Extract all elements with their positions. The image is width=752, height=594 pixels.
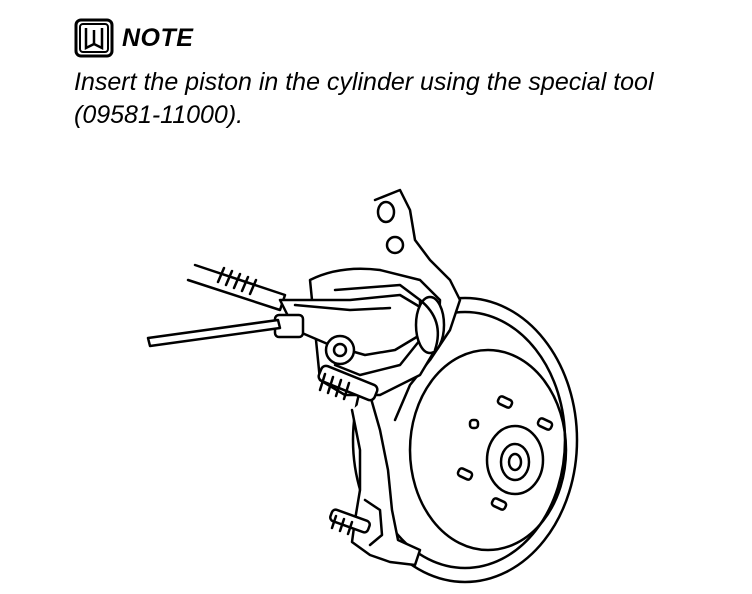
tool-handle-bar — [146, 318, 282, 348]
note-body: Insert the piston in the cylinder using … — [74, 66, 744, 132]
special-tool-clamp — [278, 293, 427, 357]
wheel-hub — [485, 424, 545, 496]
brake-disc-inner — [408, 348, 568, 552]
special-tool-shaft — [186, 263, 287, 312]
wheel-studs — [456, 395, 554, 511]
manual-book-icon — [74, 18, 114, 58]
note-title: NOTE — [122, 23, 194, 52]
note-line-1: Insert the piston in the cylinder using … — [74, 68, 654, 96]
note-header: NOTE — [74, 18, 193, 58]
lower-bolt — [329, 508, 371, 534]
brake-caliper-illustration — [146, 188, 579, 584]
tool-threads — [216, 266, 258, 296]
caliper-piston — [414, 295, 446, 355]
note-line-2: (09581-11000). — [74, 101, 244, 129]
hub-center — [499, 442, 531, 482]
